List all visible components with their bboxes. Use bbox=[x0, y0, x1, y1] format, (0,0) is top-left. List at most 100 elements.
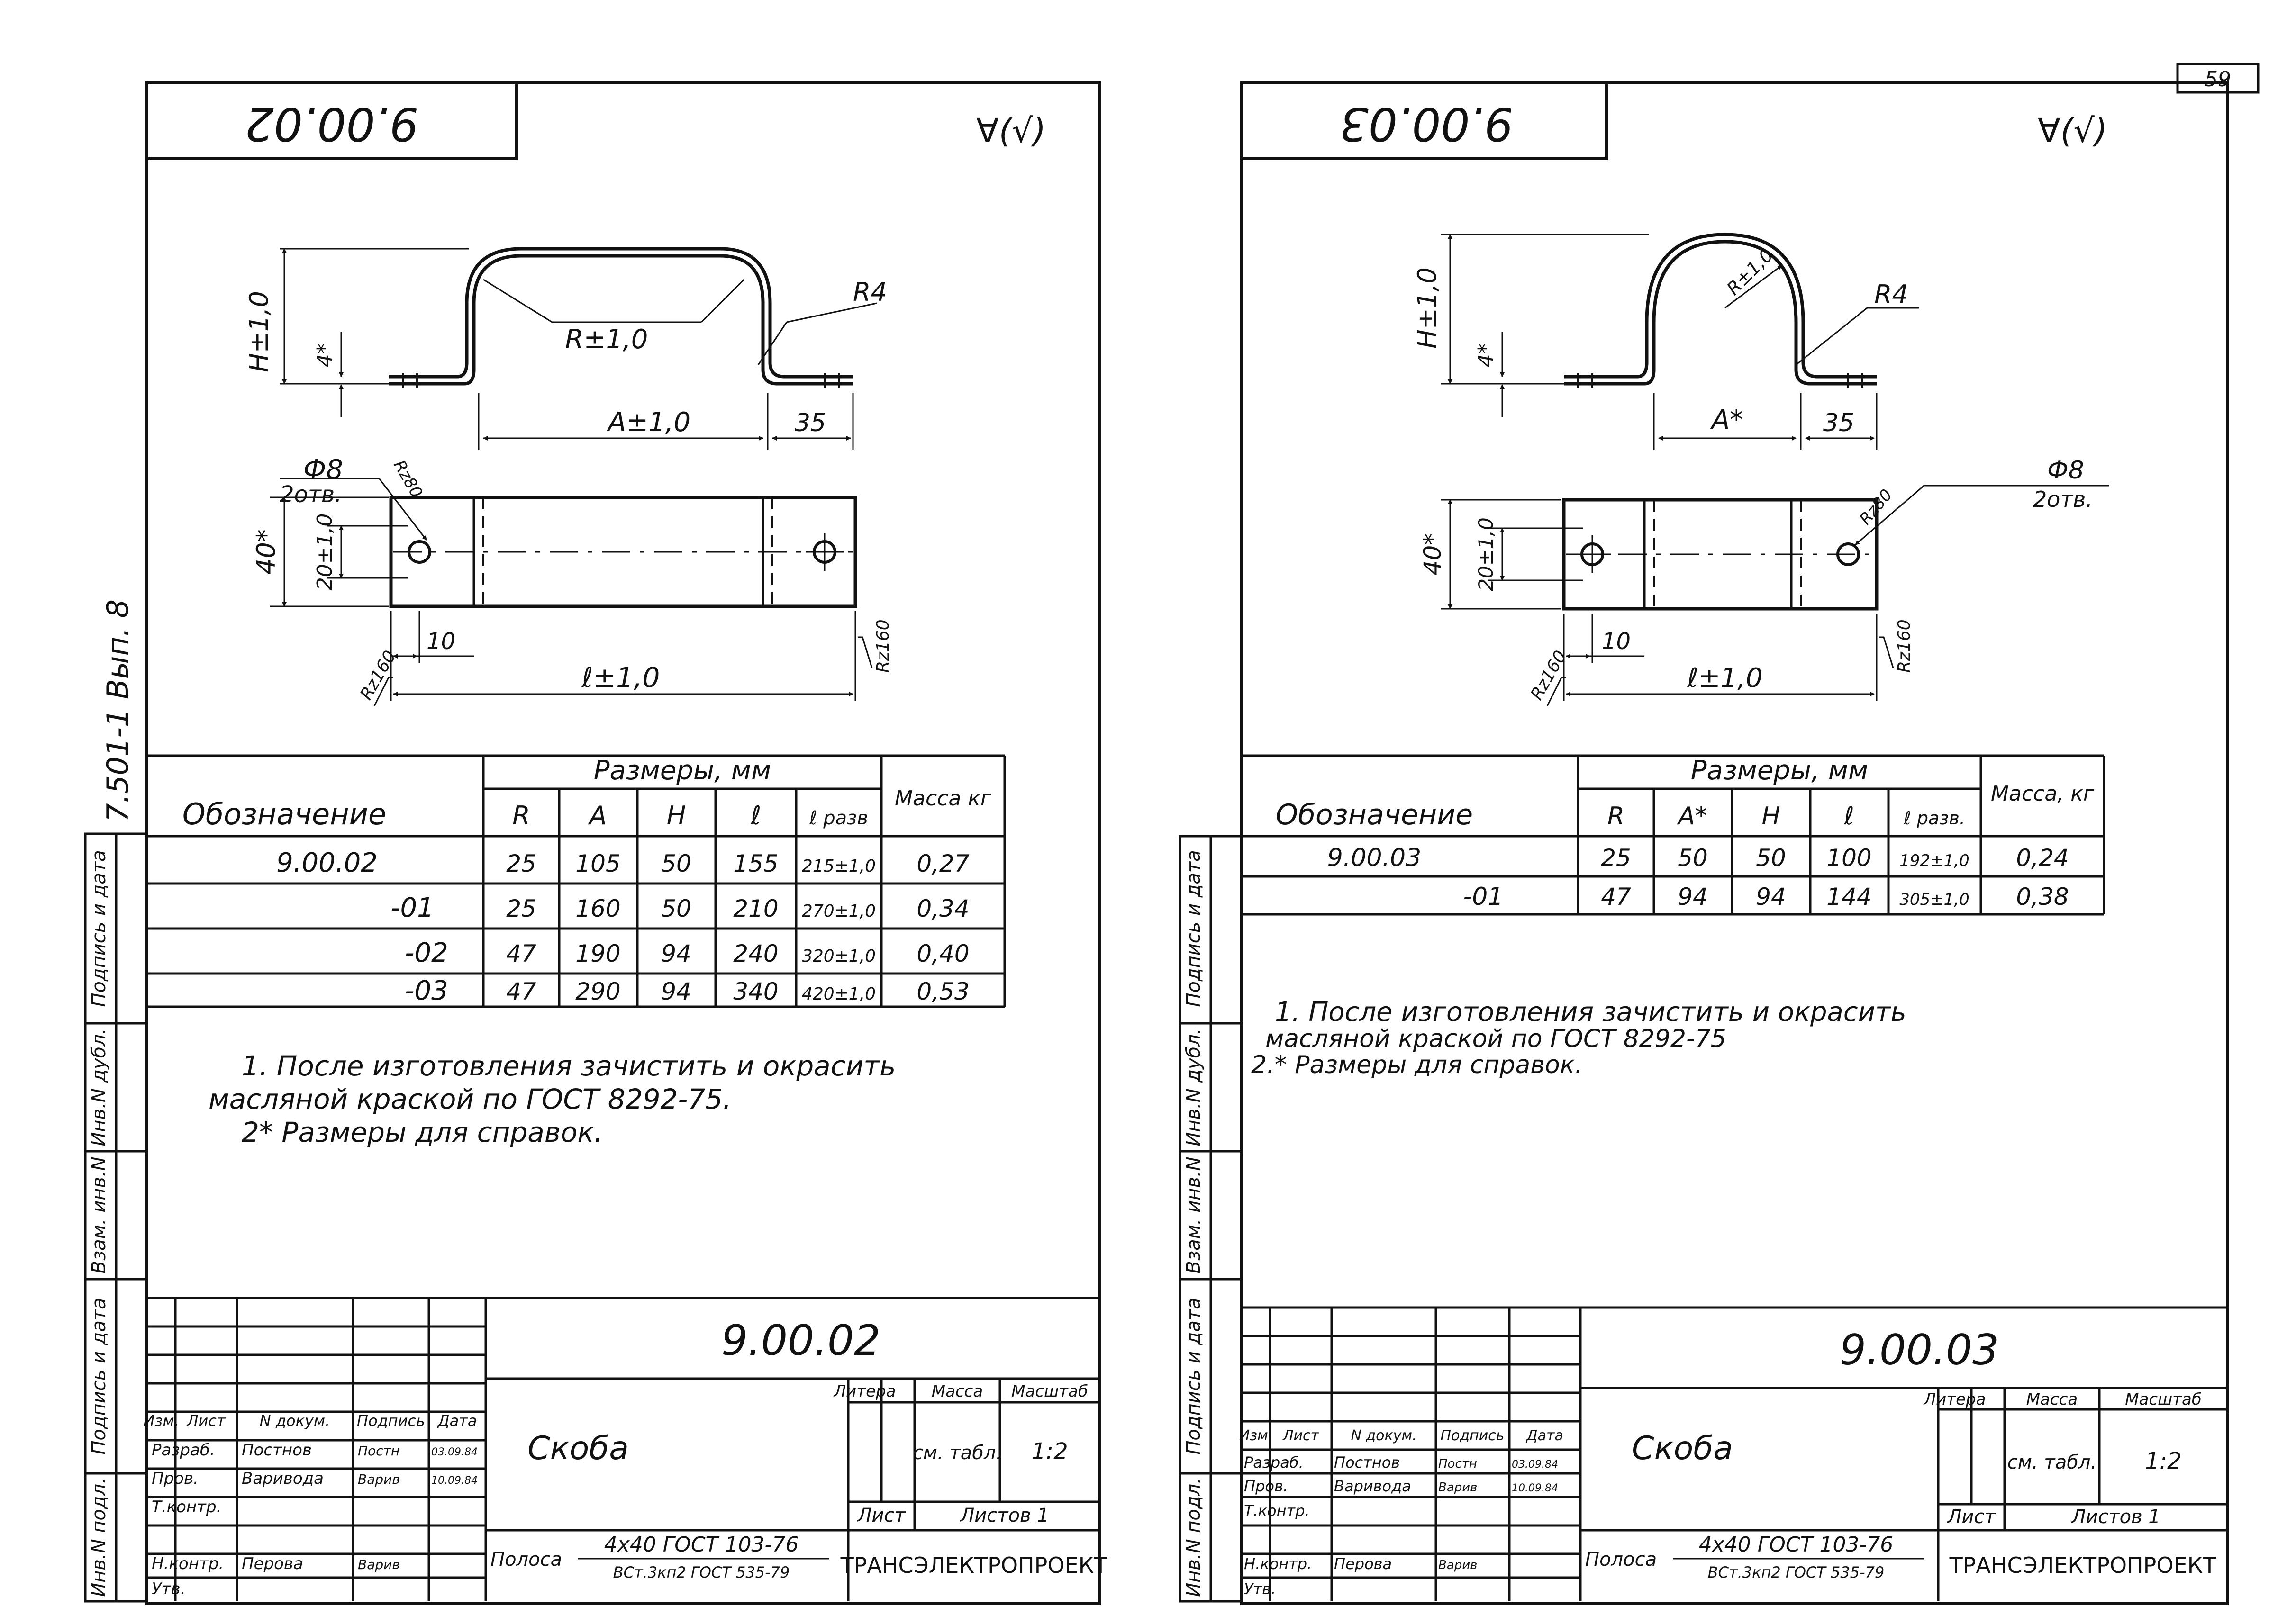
svg-text:2.* Размеры для справок.: 2.* Размеры для справок. bbox=[1251, 1051, 1583, 1079]
svg-text:10.09.84: 10.09.84 bbox=[431, 1475, 478, 1487]
svg-text:305±1,0: 305±1,0 bbox=[1899, 890, 1969, 909]
svg-text:Масштаб: Масштаб bbox=[1011, 1382, 1088, 1401]
svg-text:2* Размеры для справок.: 2* Размеры для справок. bbox=[242, 1116, 603, 1148]
svg-text:Инв.N дубл.: Инв.N дубл. bbox=[1183, 1028, 1205, 1146]
tb-head-right: Изм. Лист N докум. Подпись Дата bbox=[1239, 1427, 1563, 1444]
svg-text:-02: -02 bbox=[405, 938, 448, 968]
code-box-left: 9.00.02 bbox=[245, 98, 418, 151]
dim-H-left: H±1,0 bbox=[244, 291, 274, 372]
svg-text:R: R bbox=[1607, 802, 1624, 830]
svg-text:210: 210 bbox=[733, 895, 778, 922]
dim-holes-left: 2отв. bbox=[280, 481, 342, 508]
dim-20-right: 20±1,0 bbox=[1474, 517, 1497, 591]
svg-text:-01: -01 bbox=[1463, 883, 1504, 911]
svg-text:420±1,0: 420±1,0 bbox=[802, 984, 876, 1004]
th-6-left: Масса кг bbox=[895, 786, 992, 811]
svg-text:Подпись и дата: Подпись и дата bbox=[88, 850, 110, 1007]
svg-text:100: 100 bbox=[1826, 844, 1871, 872]
svg-text:50: 50 bbox=[1678, 844, 1708, 872]
sheet-left: 9.00.02 ∀(√) H±1,0 bbox=[84, 81, 1107, 1605]
svg-text:03.09.84: 03.09.84 bbox=[431, 1446, 478, 1458]
dim-phi-right: Ф8 bbox=[2047, 456, 2084, 485]
svg-text:Масса: Масса bbox=[932, 1382, 983, 1401]
svg-text:Лист: Лист bbox=[1282, 1427, 1320, 1444]
svg-text:Листов 1: Листов 1 bbox=[959, 1505, 1049, 1526]
table-group-left: Размеры, мм bbox=[594, 755, 771, 786]
svg-text:Варив: Варив bbox=[1438, 1480, 1478, 1495]
dimension-table-right bbox=[1242, 754, 2105, 916]
dim-20-left: 20±1,0 bbox=[313, 514, 337, 591]
side-stamps-left bbox=[84, 832, 148, 1603]
svg-text:Постнов: Постнов bbox=[242, 1441, 312, 1460]
svg-text:160: 160 bbox=[575, 895, 620, 922]
dim-40-right: 40* bbox=[1419, 533, 1446, 576]
svg-text:Дата: Дата bbox=[1525, 1427, 1563, 1444]
dim-R-right: R±1,0 bbox=[1723, 244, 1777, 299]
dim-4-right: 4* bbox=[1474, 343, 1498, 367]
svg-text:ℓ разв.: ℓ разв. bbox=[1903, 808, 1965, 829]
svg-text:320±1,0: 320±1,0 bbox=[802, 947, 876, 966]
roughness-right: ∀(√) bbox=[2038, 111, 2107, 150]
svg-text:Листов 1: Листов 1 bbox=[2070, 1506, 2160, 1528]
svg-text:ℓ: ℓ bbox=[1843, 802, 1854, 830]
svg-text:Н.контр.: Н.контр. bbox=[1244, 1555, 1312, 1573]
svg-text:47: 47 bbox=[1601, 883, 1631, 911]
tb-head-left: Изм. Лист N докум. Подпись Дата bbox=[143, 1412, 477, 1430]
svg-text:Пров.: Пров. bbox=[152, 1469, 199, 1488]
bracket-side-view-right bbox=[1564, 233, 1877, 388]
title-block-right bbox=[1242, 1306, 2227, 1601]
svg-text:-03: -03 bbox=[405, 975, 448, 1006]
dim-l-left: ℓ±1,0 bbox=[581, 661, 660, 694]
svg-text:Масса: Масса bbox=[2026, 1390, 2078, 1409]
tb-staff-right: Разраб. Постнов Постн 03.09.84 Пров. Вар… bbox=[1244, 1453, 1558, 1598]
dim-R4-right: R4 bbox=[1874, 280, 1908, 309]
svg-text:270±1,0: 270±1,0 bbox=[802, 902, 876, 921]
dim-A-left: A±1,0 bbox=[607, 407, 690, 438]
table-body-right: 9.00.03 25 50 50 100 192±1,0 0,24 -01 47… bbox=[1327, 844, 2069, 911]
svg-text:94: 94 bbox=[1756, 883, 1786, 911]
dim-rz160b-right: Rz160 bbox=[1895, 619, 1914, 673]
svg-text:Подпись и дата: Подпись и дата bbox=[88, 1298, 110, 1454]
svg-text:Т.контр.: Т.контр. bbox=[152, 1498, 221, 1516]
svg-text:192±1,0: 192±1,0 bbox=[1899, 851, 1969, 870]
svg-text:4х40 ГОСТ 103-76: 4х40 ГОСТ 103-76 bbox=[604, 1533, 799, 1557]
svg-text:Обозначение: Обозначение bbox=[1276, 798, 1473, 831]
notes-right: 1. После изготовления зачистить и окраси… bbox=[1251, 997, 1906, 1079]
svg-text:105: 105 bbox=[575, 850, 620, 877]
dim-phi-left: Ф8 bbox=[303, 454, 343, 485]
dim-rz160b-left: Rz160 bbox=[873, 619, 893, 673]
svg-text:0,24: 0,24 bbox=[2016, 844, 2069, 872]
dim-holes-right: 2отв. bbox=[2033, 487, 2093, 512]
svg-text:Варив: Варив bbox=[1438, 1558, 1478, 1572]
dim-40-left: 40* bbox=[251, 529, 281, 575]
svg-text:Подпись и дата: Подпись и дата bbox=[1183, 1298, 1205, 1454]
svg-text:1:2: 1:2 bbox=[2145, 1448, 2181, 1474]
svg-text:см. табл.: см. табл. bbox=[913, 1442, 1002, 1464]
svg-text:0,40: 0,40 bbox=[917, 940, 969, 967]
tb-name-right: Скоба bbox=[1632, 1430, 1733, 1467]
svg-text:Постнов: Постнов bbox=[1334, 1453, 1400, 1471]
dim-H-right: H±1,0 bbox=[1412, 267, 1442, 349]
svg-text:Варивода: Варивода bbox=[242, 1469, 324, 1488]
series-label: 7.501-1 Вып. 8 bbox=[100, 599, 135, 822]
dim-10-left: 10 bbox=[427, 628, 455, 655]
svg-text:Варив: Варив bbox=[358, 1557, 400, 1572]
svg-text:1:2: 1:2 bbox=[1031, 1438, 1068, 1465]
svg-text:N докум.: N докум. bbox=[260, 1412, 330, 1430]
svg-text:9.00.03: 9.00.03 bbox=[1327, 844, 1421, 872]
svg-text:94: 94 bbox=[1678, 883, 1708, 911]
svg-text:10.09.84: 10.09.84 bbox=[1512, 1482, 1558, 1494]
tb-code-left: 9.00.02 bbox=[721, 1316, 880, 1365]
svg-text:ТРАНСЭЛЕКТРОПРОЕКТ: ТРАНСЭЛЕКТРОПРОЕКТ bbox=[1949, 1552, 2217, 1578]
svg-text:Подпись: Подпись bbox=[357, 1412, 425, 1430]
svg-text:Утв.: Утв. bbox=[152, 1579, 185, 1598]
svg-text:1. После изготовления зачистит: 1. После изготовления зачистить и окраси… bbox=[1275, 997, 1906, 1028]
svg-text:0,38: 0,38 bbox=[2016, 883, 2069, 911]
svg-text:0,34: 0,34 bbox=[917, 895, 969, 922]
svg-text:ВСт.3кп2 ГОСТ 535-79: ВСт.3кп2 ГОСТ 535-79 bbox=[1708, 1563, 1885, 1581]
svg-text:Инв.N дубл.: Инв.N дубл. bbox=[88, 1028, 110, 1146]
svg-text:Взам. инв.N: Взам. инв.N bbox=[88, 1156, 110, 1273]
svg-text:340: 340 bbox=[733, 978, 778, 1005]
sheet-right: 9.00.03 ∀(√) H±1,0 4* R±1,0 bbox=[1179, 81, 2229, 1605]
svg-text:масляной краской по ГОСТ 8292-: масляной краской по ГОСТ 8292-75 bbox=[1265, 1025, 1726, 1053]
